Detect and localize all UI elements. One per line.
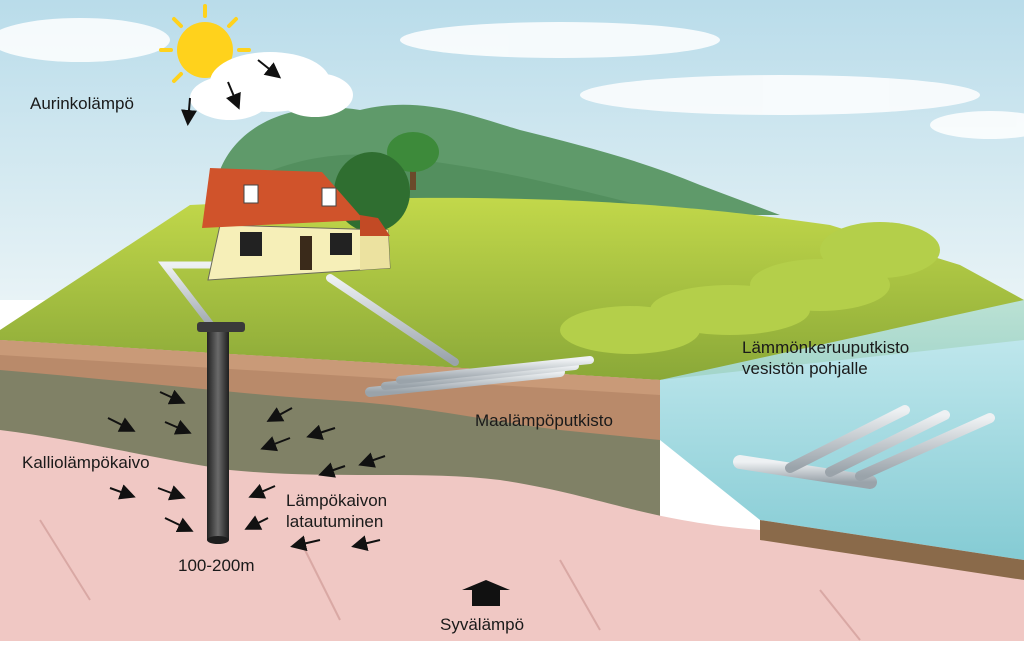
label-well-depth: 100-200m	[178, 556, 255, 575]
bedrock-layer	[0, 430, 1024, 641]
label-bedrock-well: Kalliolämpökaivo	[22, 453, 150, 472]
house	[202, 168, 391, 281]
shoreline-bushes	[560, 222, 940, 354]
label-well-recharge-1: Lämpökaivon	[286, 491, 388, 510]
sky-clouds	[0, 18, 1024, 139]
label-ground-loop: Maalämpöputkisto	[475, 411, 613, 430]
label-deep-heat: Syvälämpö	[440, 615, 525, 634]
ground-loop-pipes	[326, 274, 594, 397]
label-lake-loop-1: Lämmönkeruuputkisto	[742, 338, 910, 357]
label-well-recharge-2: latautuminen	[286, 512, 384, 531]
label-lake-loop-2: vesistön pohjalle	[742, 359, 868, 378]
lake-water	[660, 300, 1024, 560]
lake-loop-pipes	[733, 405, 995, 489]
sun-heat-arrows	[181, 59, 282, 126]
recharge-arrows	[107, 389, 386, 552]
deep-heat-arrow-icon	[462, 580, 510, 606]
label-solar-heat: Aurinkolämpö	[30, 94, 134, 113]
well-connection-pipe	[157, 261, 219, 334]
bedrock-well	[197, 322, 245, 544]
